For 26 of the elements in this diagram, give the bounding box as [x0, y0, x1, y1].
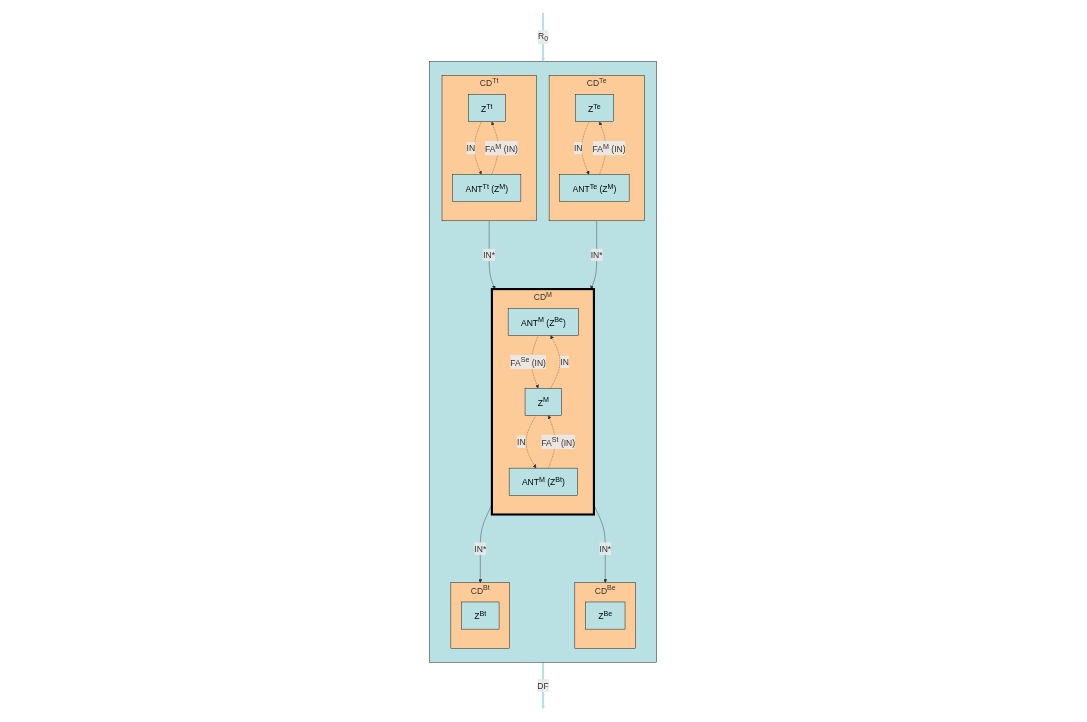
- node-box: ANT$^{Tt}$ (Z$^{M}$): [452, 174, 522, 202]
- node-box: ANT$^{M}$ (Z$^{Bt}$): [509, 467, 579, 496]
- node-box: Z$^{Tt}$: [468, 94, 507, 122]
- edge-label: IN*: [591, 250, 604, 260]
- edge-label: FA$^{M}$ (IN): [485, 142, 519, 154]
- edge-label: IN*: [599, 543, 612, 554]
- node-box: Z$^{M}$: [525, 388, 563, 416]
- edge-label: IN: [467, 143, 476, 153]
- edge-label: R$_{0}$: [538, 31, 549, 44]
- cluster: [429, 61, 658, 663]
- node-box: Z$^{Te}$: [575, 94, 615, 122]
- edge-label: IN*: [474, 543, 487, 554]
- edge-label: FA$^{Se}$ (IN): [510, 355, 547, 368]
- edge-label: FA$^{M}$ (IN): [593, 142, 627, 154]
- node-box: Z$^{Bt}$: [461, 601, 500, 630]
- arrow: [541, 12, 546, 62]
- node-box: ANT$^{M}$ (Z$^{Be}$): [508, 308, 580, 336]
- edge-label: DF: [537, 680, 550, 691]
- edge-label: IN: [574, 143, 583, 153]
- node-box: ANT$^{Te}$ (Z$^{M}$): [560, 174, 630, 202]
- node-box: Z$^{Be}$: [585, 601, 626, 630]
- edge-label: IN: [560, 357, 570, 367]
- edge-label: IN*: [483, 250, 496, 260]
- arrow: [541, 662, 546, 710]
- edge-label: IN: [517, 437, 527, 447]
- edge-label: FA$^{St}$ (IN): [541, 435, 576, 448]
